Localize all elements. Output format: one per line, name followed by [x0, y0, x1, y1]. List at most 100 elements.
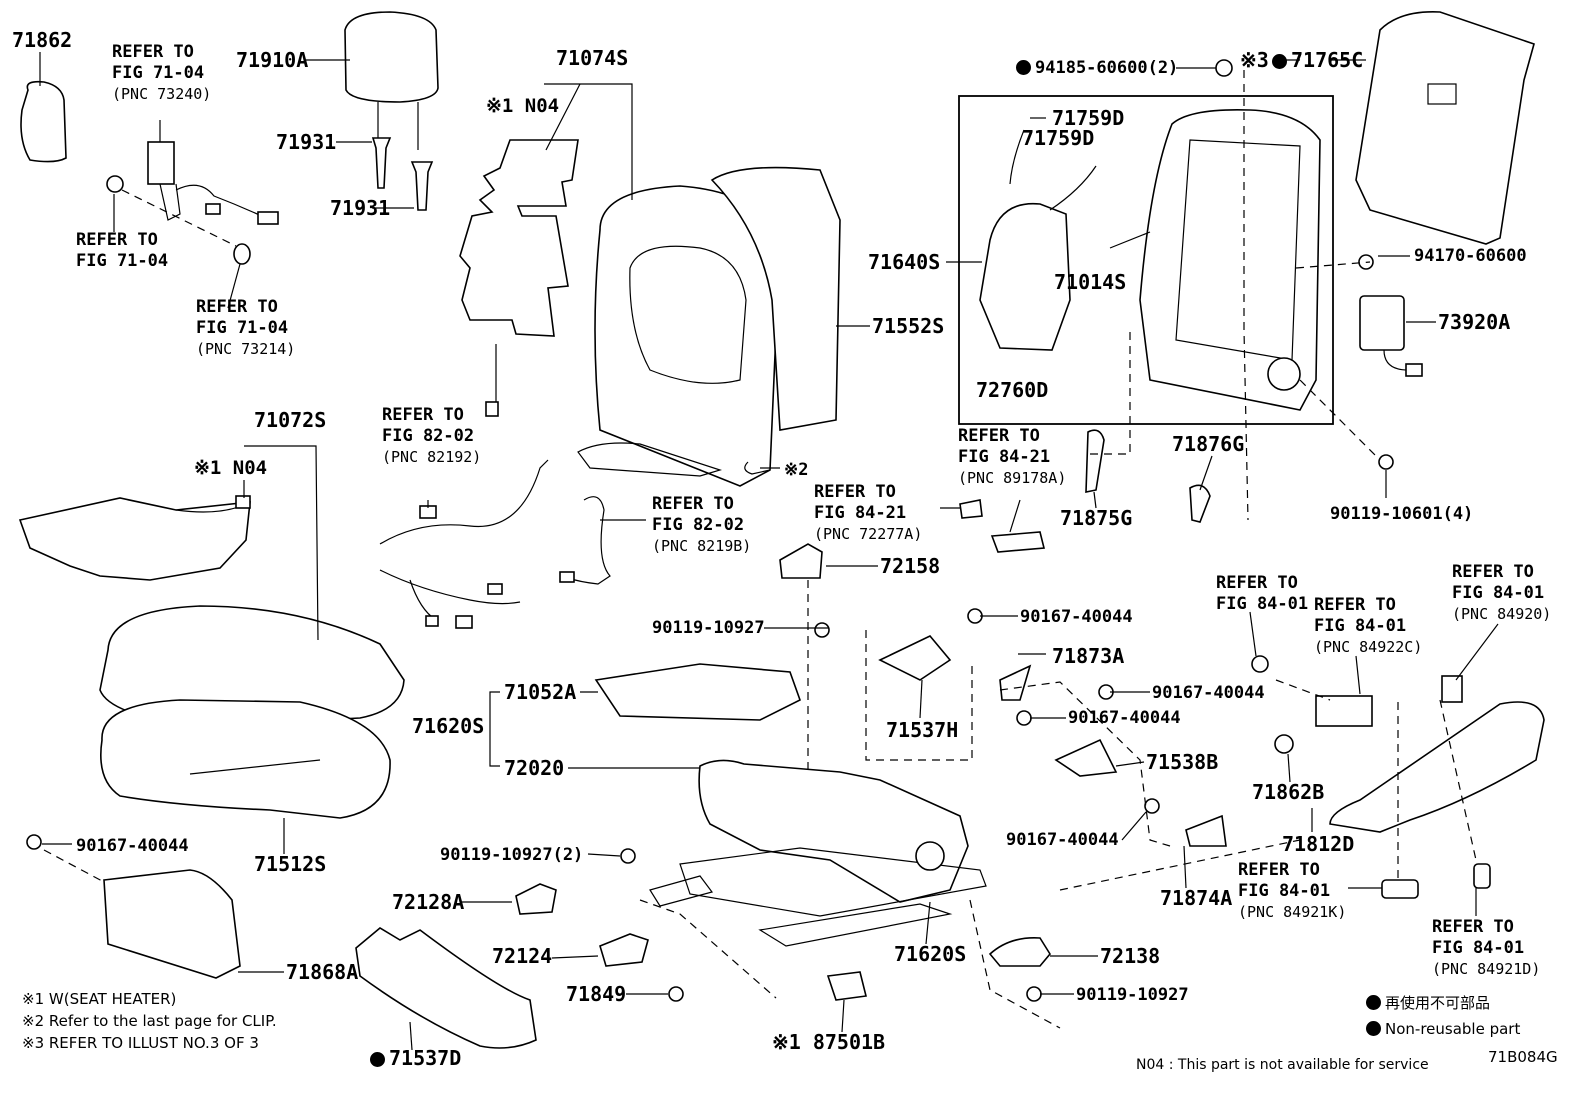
- part-72158: [779, 543, 823, 579]
- label-71620s-a[interactable]: 71620S: [412, 714, 485, 738]
- label-71862[interactable]: 71862: [12, 28, 73, 52]
- non-reusable-dot-icon: [1272, 54, 1287, 69]
- refer-line: REFER TO: [382, 405, 464, 425]
- legend-n04: N04 : This part is not available for ser…: [1136, 1057, 1429, 1073]
- label-90167-40044-d[interactable]: 90167-40044: [76, 836, 189, 856]
- refer-line: REFER TO: [814, 482, 896, 502]
- part-72277a: [959, 499, 983, 519]
- label-71640s[interactable]: 71640S: [868, 250, 941, 274]
- refer-pnc: (PNC 73240): [112, 85, 212, 103]
- label-72020[interactable]: 72020: [504, 756, 565, 780]
- label-90119-10927-b[interactable]: 90119-10927(2): [440, 845, 584, 865]
- refer-fig: FIG 84-21: [814, 503, 907, 523]
- label-71862b[interactable]: 71862B: [1252, 780, 1325, 804]
- non-reusable-dot-icon: [1016, 60, 1031, 75]
- label-87501b[interactable]: ※1 87501B: [772, 1030, 886, 1054]
- label-94185-60600[interactable]: 94185-60600(2): [1016, 58, 1178, 78]
- label-90119-10927-a[interactable]: 90119-10927: [652, 618, 765, 638]
- label-90167-40044-a[interactable]: 90167-40044: [1020, 607, 1133, 627]
- label-72124[interactable]: 72124: [492, 944, 553, 968]
- label-73920a[interactable]: 73920A: [1438, 310, 1511, 334]
- label-71765c[interactable]: 71765C: [1272, 50, 1363, 70]
- label-90119-10927-c[interactable]: 90119-10927: [1076, 985, 1189, 1005]
- refer-fig: FIG 82-02: [382, 426, 475, 446]
- part-71765c-back-board: [1355, 11, 1535, 245]
- legend-jp: 再使用不可部品: [1366, 994, 1490, 1012]
- refer-line: REFER TO: [76, 230, 158, 250]
- non-reusable-dot-icon: [370, 1052, 385, 1067]
- label-94185-text: 94185-60600(2): [1035, 58, 1179, 78]
- label-71874a[interactable]: 71874A: [1160, 886, 1233, 910]
- part-72760d-lumbar: [979, 202, 1071, 351]
- refer-fig: FIG 71-04: [76, 251, 169, 271]
- label-71931-b[interactable]: 71931: [330, 196, 391, 220]
- label-71052a[interactable]: 71052A: [504, 680, 577, 704]
- refer-line: REFER TO: [1432, 917, 1514, 937]
- label-71812d[interactable]: 71812D: [1282, 832, 1355, 856]
- part-71538b: [1054, 738, 1118, 777]
- non-reusable-dot-icon: [1366, 1021, 1381, 1036]
- label-71537d[interactable]: 71537D: [370, 1048, 461, 1068]
- refer-line: REFER TO: [1238, 860, 1320, 880]
- label-90167-40044-e[interactable]: 90167-40044: [1006, 830, 1119, 850]
- label-n04-top[interactable]: ※1 N04: [486, 95, 560, 117]
- backframe-detail-box: [958, 95, 1334, 425]
- label-71759d-b[interactable]: 71759D: [1022, 126, 1095, 150]
- label-90119-10601[interactable]: 90119-10601(4): [1330, 504, 1474, 524]
- part-71874a: [1185, 814, 1227, 847]
- label-71931-a[interactable]: 71931: [276, 130, 337, 154]
- part-n04-seatback-heater: [459, 139, 579, 337]
- refer-line: REFER TO: [1314, 595, 1396, 615]
- refer-fig: FIG 84-01: [1452, 583, 1545, 603]
- label-72138[interactable]: 72138: [1100, 944, 1161, 968]
- label-71074s[interactable]: 71074S: [556, 46, 629, 70]
- label-71014s[interactable]: 71014S: [1054, 270, 1127, 294]
- part-87501b: [826, 971, 867, 1001]
- label-71620s-b[interactable]: 71620S: [894, 942, 967, 966]
- label-71538b[interactable]: 71538B: [1146, 750, 1219, 774]
- label-71765c-text: 71765C: [1291, 48, 1364, 72]
- label-71537h[interactable]: 71537H: [886, 718, 959, 742]
- label-71910a[interactable]: 71910A: [236, 48, 309, 72]
- label-72760d[interactable]: 72760D: [976, 378, 1049, 402]
- label-71537d-text: 71537D: [389, 1046, 462, 1070]
- label-71512s[interactable]: 71512S: [254, 852, 327, 876]
- refer-line: REFER TO: [652, 494, 734, 514]
- refer-fig: FIG 84-01: [1216, 594, 1309, 614]
- part-84921k: [1381, 879, 1419, 899]
- label-72158[interactable]: 72158: [880, 554, 941, 578]
- note-seat-heater: ※1 W(SEAT HEATER): [22, 990, 177, 1008]
- label-90167-40044-c[interactable]: 90167-40044: [1068, 708, 1181, 728]
- label-90167-40044-b[interactable]: 90167-40044: [1152, 683, 1265, 703]
- label-71873a[interactable]: 71873A: [1052, 644, 1125, 668]
- label-n04-left[interactable]: ※1 N04: [194, 457, 268, 479]
- label-71876g[interactable]: 71876G: [1172, 432, 1245, 456]
- label-71552s[interactable]: 71552S: [872, 314, 945, 338]
- label-72128a[interactable]: 72128A: [392, 890, 465, 914]
- label-71759d-a[interactable]: 71759D: [1052, 106, 1125, 130]
- label-71072s[interactable]: 71072S: [254, 408, 327, 432]
- refer-line: REFER TO: [1216, 573, 1298, 593]
- legend-en: Non-reusable part: [1366, 1020, 1520, 1038]
- part-89178a: [990, 531, 1046, 553]
- label-94170-60600[interactable]: 94170-60600: [1414, 246, 1527, 266]
- part-71875g: [1085, 429, 1105, 493]
- label-71849[interactable]: 71849: [566, 982, 627, 1006]
- label-71875g[interactable]: 71875G: [1060, 506, 1133, 530]
- part-71552s-back-pad: [710, 166, 841, 431]
- part-71862: [20, 80, 67, 163]
- label-71868a[interactable]: 71868A: [286, 960, 359, 984]
